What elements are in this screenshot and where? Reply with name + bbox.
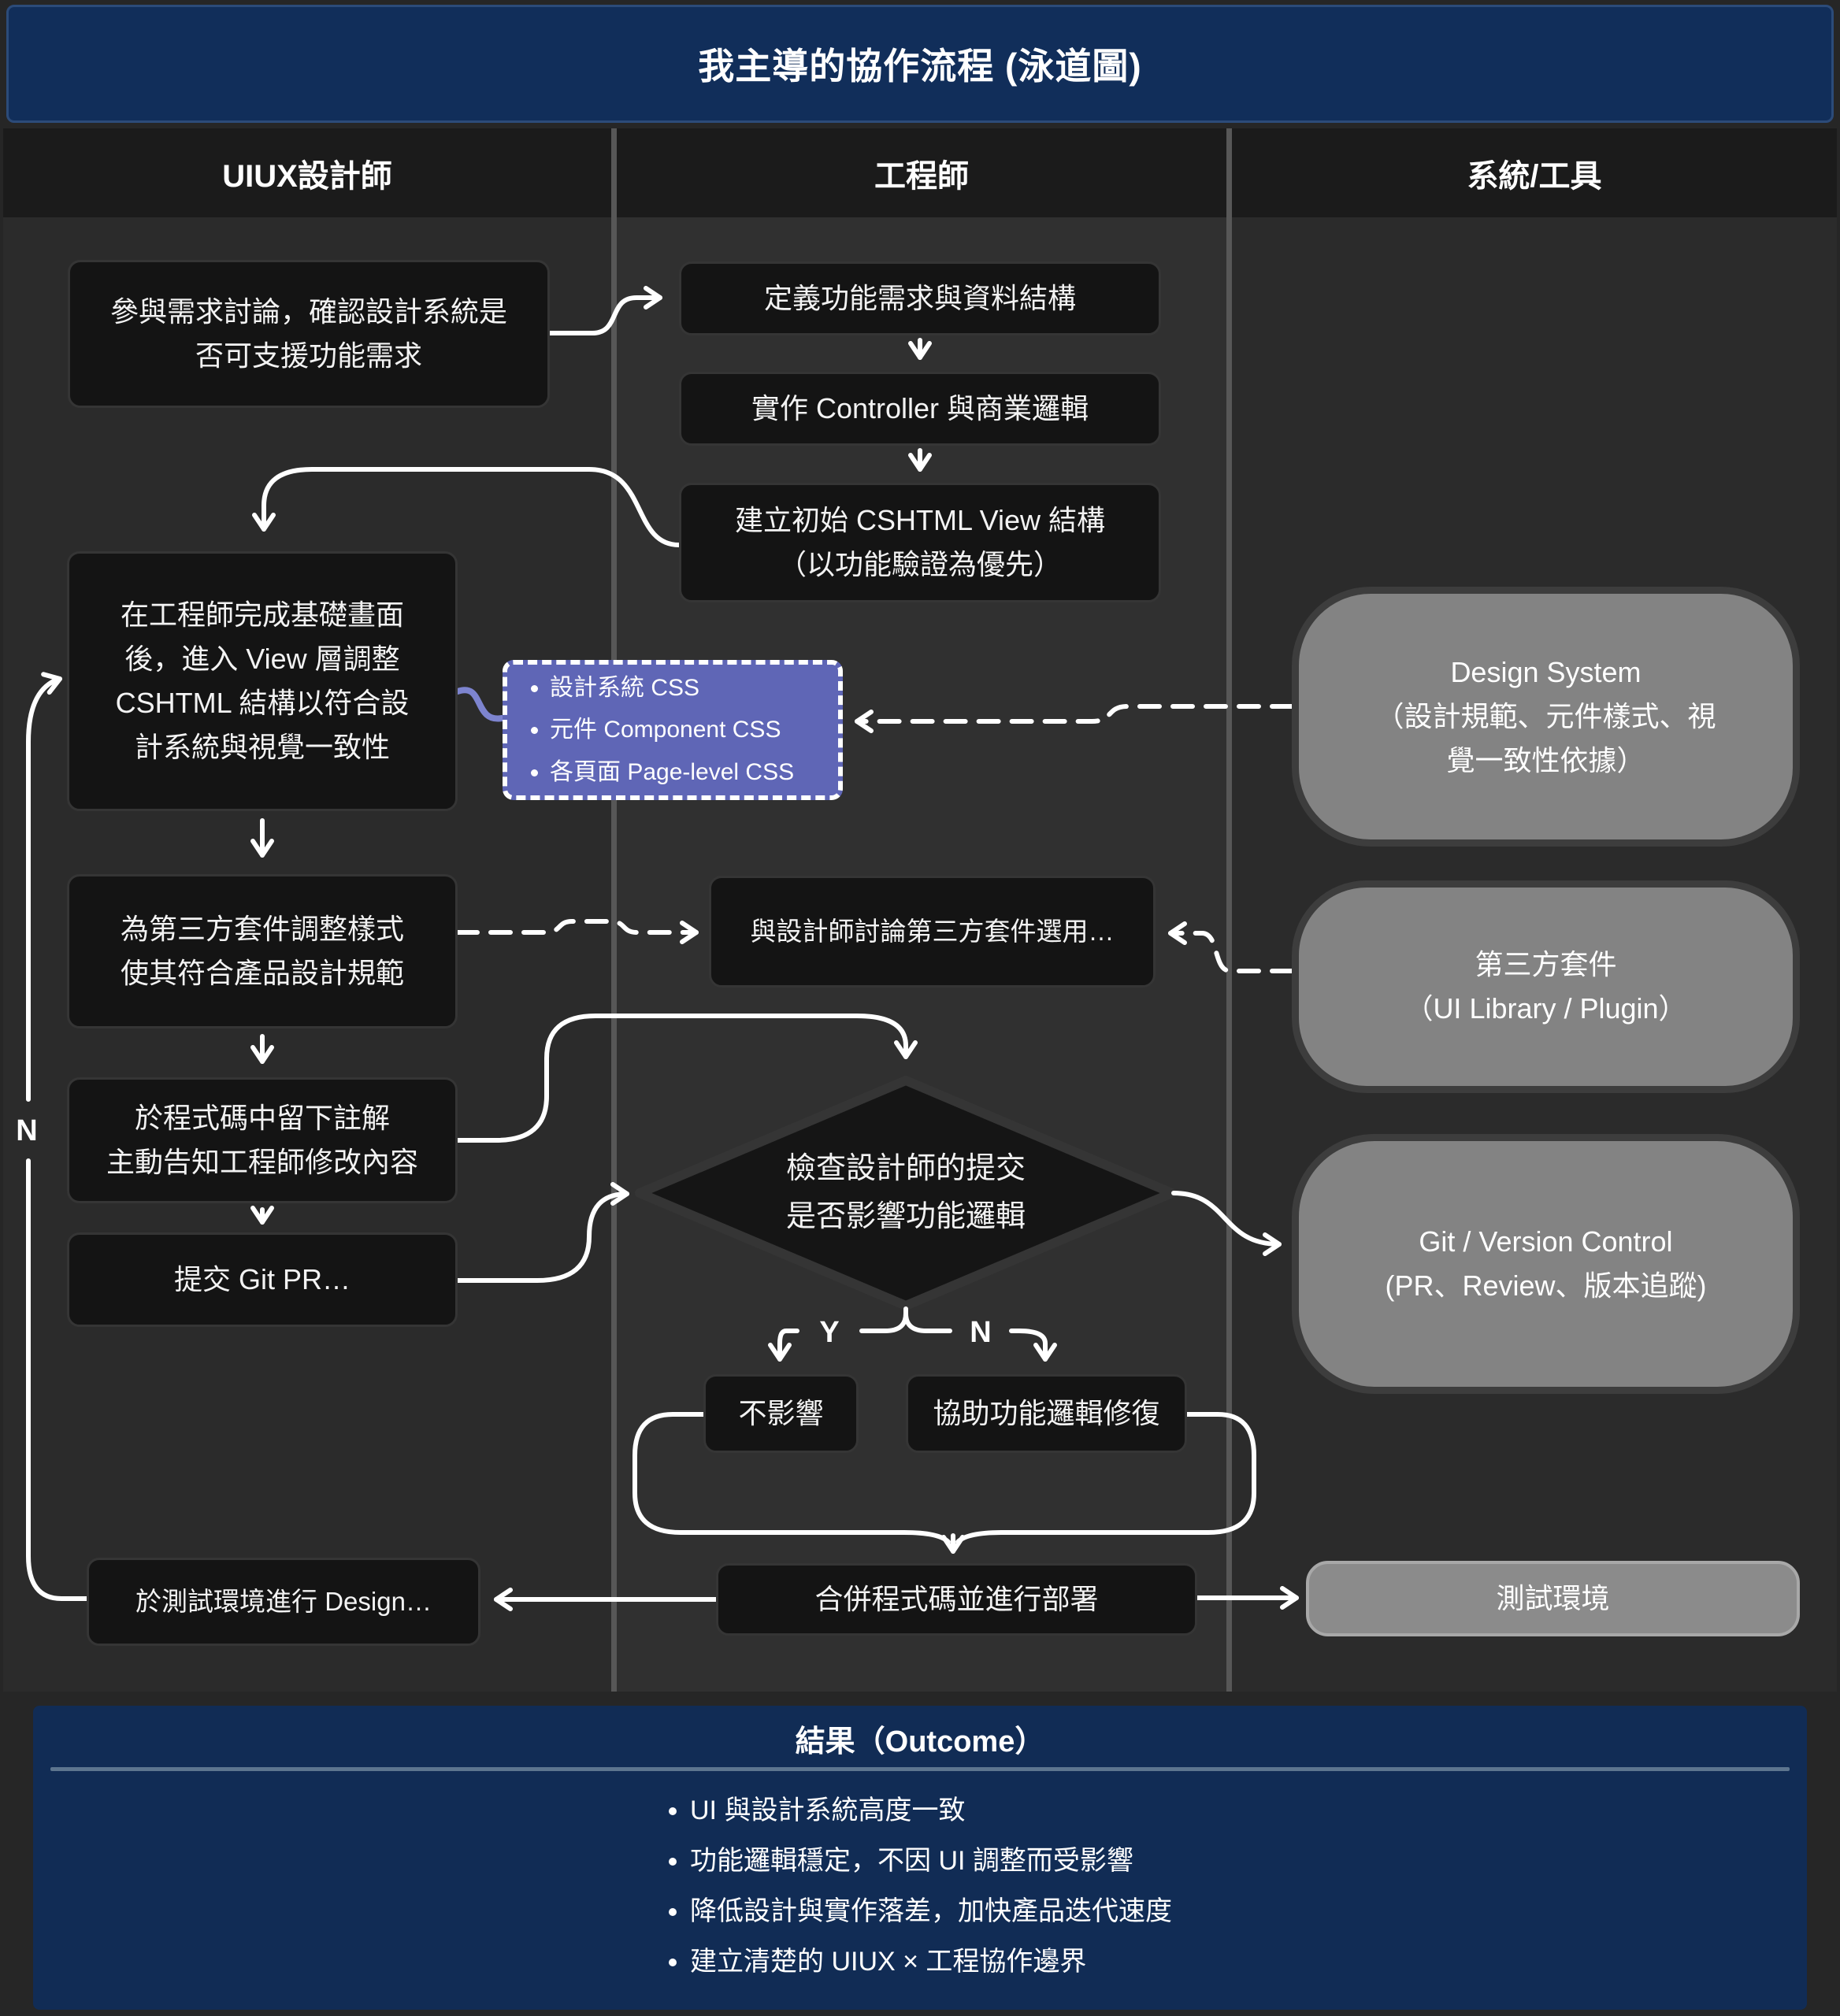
node-merge-deploy-text: 合併程式碼並進行部署 (814, 1583, 1099, 1616)
node-discuss-requirements-text: 參與需求討論，確認設計系統是 否可支援功能需求 (109, 295, 507, 372)
node-test-env: 測試環境 (1306, 1561, 1800, 1636)
node-discuss-requirements: 參與需求討論，確認設計系統是 否可支援功能需求 (68, 260, 550, 408)
connector-designsystem-to-css-note (855, 704, 1294, 733)
node-implement-controller: 實作 Controller 與商業邏輯 (679, 372, 1161, 446)
node-git-version-control: Git / Version Control (PR、Review、版本追蹤) (1292, 1134, 1800, 1394)
node-leave-comments: 於程式碼中留下註解 主動告知工程師修改內容 (67, 1077, 458, 1203)
connector-discuss-to-define (547, 286, 662, 335)
lane-header-systems-label: 系統/工具 (1467, 158, 1602, 194)
css-layers-item: 各頁面 Page-level CSS (550, 751, 794, 793)
node-discuss-thirdparty-text: 與設計師討論第三方套件選用… (750, 917, 1115, 947)
connector-style-to-discuss (455, 919, 699, 944)
outcome-item: 降低設計與實作落差，加快產品迭代速度 (690, 1894, 1807, 1929)
label-no: N (970, 1316, 991, 1349)
node-adjust-thirdparty-style: 為第三方套件調整樣式 使其符合產品設計規範 (67, 874, 458, 1028)
node-implement-controller-text: 實作 Controller 與商業邏輯 (751, 392, 1089, 425)
lane-divider-1 (611, 128, 617, 1692)
node-thirdparty-lib: 第三方套件 （UI Library / Plugin） (1292, 880, 1800, 1093)
outcome-divider (50, 1767, 1790, 1771)
lane-header-engineer: 工程師 (617, 128, 1226, 217)
node-submit-pr-text: 提交 Git PR… (173, 1263, 351, 1296)
outcome-title: 結果（Outcome） (795, 1725, 1045, 1758)
node-discuss-thirdparty: 與設計師討論第三方套件選用… (709, 876, 1156, 988)
lane-header-engineer-label: 工程師 (874, 158, 969, 194)
connector-merge-right (955, 1412, 1256, 1544)
node-adjust-view-text: 在工程師完成基礎畫面 後，進入 View 層調整 CSHTML 結構以符合設 計… (115, 598, 410, 763)
connector-merge-left (632, 1412, 951, 1544)
connector-comments-to-check (455, 1014, 918, 1143)
node-thirdparty-lib-text: 第三方套件 （UI Library / Plugin） (1404, 948, 1687, 1025)
diagram-title-text: 我主導的協作流程 (泳道圖) (698, 46, 1142, 87)
outcome-item: 功能邏輯穩定，不因 UI 調整而受影響 (690, 1844, 1807, 1879)
node-design-review-env-text: 於測試環境進行 Design… (135, 1587, 432, 1617)
node-no-impact: 不影響 (703, 1374, 859, 1453)
node-check-commit: 檢查設計師的提交 是否影響功能邏輯 (638, 1079, 1174, 1307)
node-fix-logic-text: 協助功能邏輯修復 (933, 1397, 1160, 1430)
diagram-title: 我主導的協作流程 (泳道圖) (6, 5, 1834, 123)
node-design-review-env: 於測試環境進行 Design… (87, 1558, 480, 1646)
connector-yes-branch-a (859, 1311, 908, 1333)
node-design-system-text: Design System （設計規範、元件樣式、視 覺一致性依據） (1375, 656, 1716, 776)
node-no-impact-text: 不影響 (738, 1397, 824, 1430)
node-define-requirements-text: 定義功能需求與資料結構 (763, 282, 1076, 315)
connector-yes-branch-b (768, 1329, 799, 1362)
lane-header-uiux: UIUX設計師 (3, 128, 611, 217)
lane-header-uiux-label: UIUX設計師 (222, 158, 392, 194)
node-build-initial-view: 建立初始 CSHTML View 結構 （以功能驗證為優先） (679, 483, 1161, 602)
node-leave-comments-text: 於程式碼中留下註解 主動告知工程師修改內容 (106, 1102, 418, 1178)
css-layers-item: 設計系統 CSS (550, 667, 794, 709)
connector-adjustview-to-css-note (454, 687, 505, 722)
node-merge-deploy: 合併程式碼並進行部署 (716, 1563, 1197, 1636)
node-check-commit-text: 檢查設計師的提交 是否影響功能邏輯 (785, 1152, 1026, 1233)
lane-header-systems: 系統/工具 (1232, 128, 1837, 217)
connector-lib-to-discuss (1168, 921, 1294, 973)
node-adjust-thirdparty-style-text: 為第三方套件調整樣式 使其符合產品設計規範 (120, 913, 404, 989)
css-layers-note: 設計系統 CSS 元件 Component CSS 各頁面 Page-level… (503, 660, 843, 800)
connector-no-branch-b (1009, 1329, 1057, 1362)
connector-loop-lower (26, 1158, 89, 1601)
connector-loop-upper (26, 672, 62, 1102)
node-define-requirements: 定義功能需求與資料結構 (679, 261, 1161, 335)
outcome-item: 建立清楚的 UIUX × 工程協作邊界 (690, 1944, 1807, 1980)
decision-diamond-shape (635, 1076, 1177, 1310)
css-layers-list: 設計系統 CSS 元件 Component CSS 各頁面 Page-level… (507, 667, 794, 793)
connector-check-to-git (1171, 1191, 1282, 1256)
label-loop-n: N (16, 1114, 37, 1147)
label-yes: Y (819, 1316, 839, 1349)
node-fix-logic: 協助功能邏輯修復 (906, 1374, 1187, 1453)
outcome-item: UI 與設計系統高度一致 (690, 1793, 1807, 1829)
outcome-list: UI 與設計系統高度一致 功能邏輯穩定，不因 UI 調整而受影響 降低設計與實作… (655, 1793, 1807, 1980)
lane-divider-2 (1226, 128, 1232, 1692)
outcome-panel: 結果（Outcome） UI 與設計系統高度一致 功能邏輯穩定，不因 UI 調整… (33, 1706, 1807, 2010)
connector-view-to-adjust-view (252, 467, 681, 547)
node-submit-pr: 提交 Git PR… (67, 1232, 458, 1327)
node-test-env-text: 測試環境 (1496, 1582, 1610, 1615)
connector-no-branch-a (903, 1311, 952, 1333)
connector-pr-to-check (455, 1182, 629, 1283)
node-adjust-view: 在工程師完成基礎畫面 後，進入 View 層調整 CSHTML 結構以符合設 計… (67, 551, 458, 811)
node-git-version-control-text: Git / Version Control (PR、Review、版本追蹤) (1385, 1225, 1707, 1302)
node-build-initial-view-text: 建立初始 CSHTML View 結構 （以功能驗證為優先） (734, 504, 1106, 580)
css-layers-item: 元件 Component CSS (550, 709, 794, 750)
node-design-system: Design System （設計規範、元件樣式、視 覺一致性依據） (1292, 587, 1800, 847)
